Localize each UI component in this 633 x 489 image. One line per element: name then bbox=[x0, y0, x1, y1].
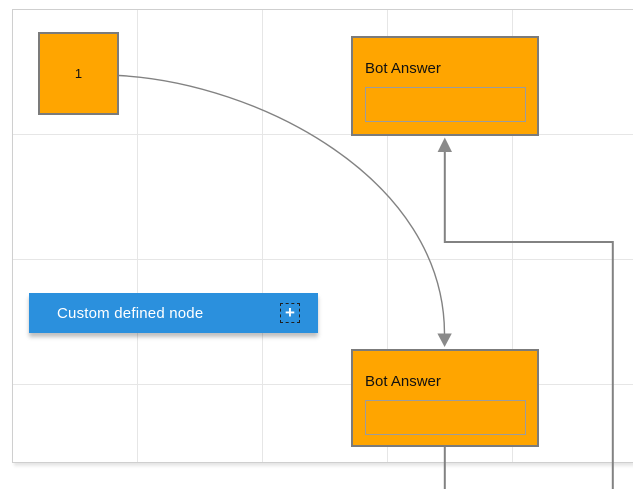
arrowhead-down-icon bbox=[437, 333, 452, 347]
bot-answer-bottom-title: Bot Answer bbox=[365, 373, 441, 390]
add-button[interactable]: + bbox=[280, 303, 300, 323]
node-start-label: 1 bbox=[74, 66, 83, 81]
bezier-connector[interactable] bbox=[118, 74, 446, 334]
arrowhead-up-icon bbox=[437, 137, 452, 152]
bot-answer-top-input-box[interactable] bbox=[365, 87, 526, 122]
bot-answer-top-title: Bot Answer bbox=[365, 60, 441, 77]
node-bot-answer-top[interactable]: Bot Answer bbox=[351, 36, 539, 136]
custom-node-label: Custom defined node bbox=[57, 304, 204, 322]
plus-icon: + bbox=[285, 302, 295, 322]
node-start[interactable]: 1 bbox=[38, 32, 119, 115]
node-bot-answer-bottom[interactable]: Bot Answer bbox=[351, 349, 539, 447]
orthogonal-connector[interactable] bbox=[443, 151, 614, 489]
bot-answer-bottom-input-box[interactable] bbox=[365, 400, 526, 435]
node-custom-defined[interactable]: Custom defined node + bbox=[29, 293, 318, 333]
